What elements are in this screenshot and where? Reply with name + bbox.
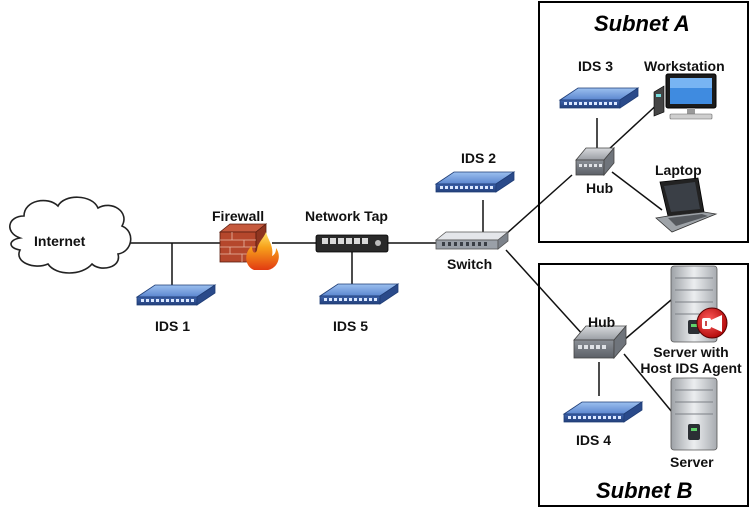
cloud-icon <box>9 196 132 274</box>
server-icon <box>670 377 718 451</box>
ids2-label: IDS 2 <box>461 150 497 166</box>
server-label: Server <box>670 454 714 470</box>
ids3-label: IDS 3 <box>578 58 614 74</box>
subnet-b-title: Subnet B <box>596 478 693 503</box>
hub-a-label: Hub <box>586 180 614 196</box>
server-agent-label-line1: Server with <box>653 344 729 360</box>
host-ids-agent-badge-icon <box>696 307 728 339</box>
ids2-device-icon <box>435 171 515 193</box>
workstation-icon <box>653 73 717 120</box>
network-tap-icon <box>315 234 389 253</box>
hub-b-label: Hub <box>588 314 616 330</box>
switch-label: Switch <box>447 256 493 272</box>
ids5-device-icon <box>319 283 399 305</box>
hub-a-icon <box>575 146 615 177</box>
ids1-label: IDS 1 <box>155 318 191 334</box>
network-tap-label: Network Tap <box>305 208 388 224</box>
subnet-b-box <box>538 263 749 507</box>
firewall-label: Firewall <box>212 208 265 224</box>
ids1-device-icon <box>136 284 216 306</box>
subnet-a-box <box>538 1 749 243</box>
laptop-icon <box>655 177 718 233</box>
laptop-label: Laptop <box>655 162 702 178</box>
firewall-icon <box>218 223 279 270</box>
ids4-label: IDS 4 <box>576 432 612 448</box>
hub-b-icon <box>573 324 627 360</box>
server-agent-label: Server with Host IDS Agent <box>632 344 750 376</box>
workstation-label: Workstation <box>644 58 725 74</box>
subnet-a-title: Subnet A <box>594 11 690 36</box>
server-agent-label-line2: Host IDS Agent <box>640 360 742 376</box>
ids5-label: IDS 5 <box>333 318 369 334</box>
connection-lines <box>122 99 673 413</box>
internet-label: Internet <box>34 233 86 249</box>
switch-icon <box>434 231 510 250</box>
